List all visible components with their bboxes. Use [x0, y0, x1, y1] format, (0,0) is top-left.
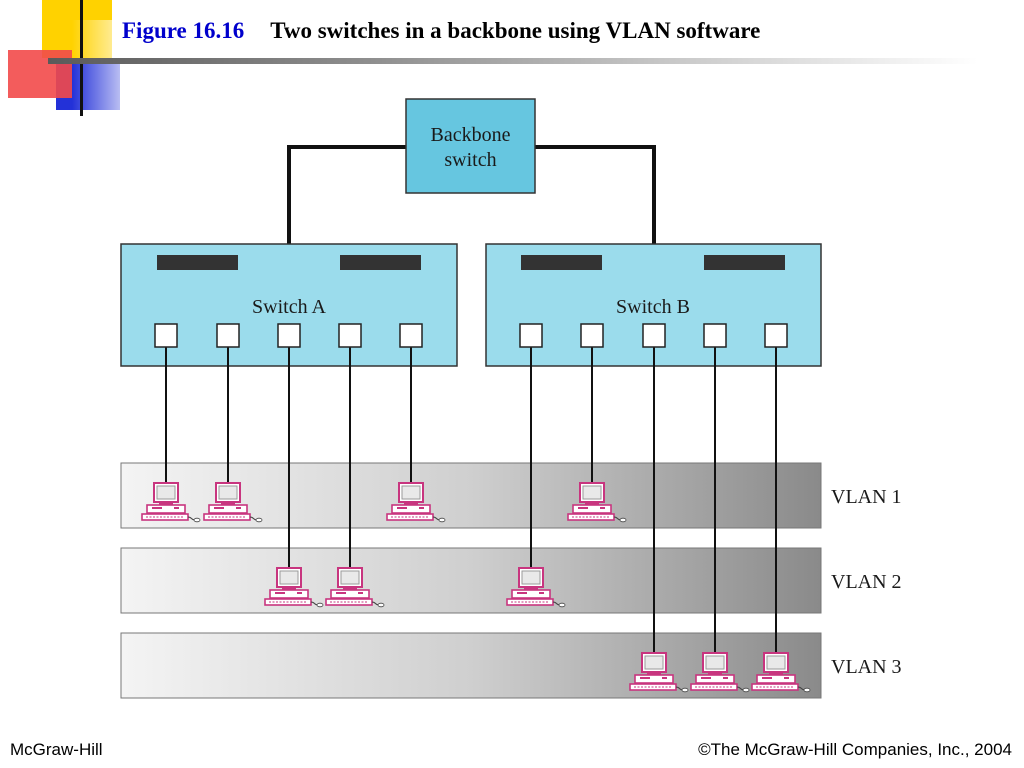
switch-b-port-5 — [764, 323, 788, 348]
switch-b-label: Switch B — [616, 296, 690, 318]
switch-b-port-1 — [519, 323, 543, 348]
switch-a-port-3 — [277, 323, 301, 348]
switch-a-label: Switch A — [252, 296, 326, 318]
figure-caption: Two switches in a backbone using VLAN so… — [270, 18, 761, 43]
backbone-label-line-2: switch — [444, 149, 496, 171]
vlan-2-label: VLAN 2 — [831, 571, 902, 593]
switch-a-port-2 — [216, 323, 240, 348]
switch-b-port-4 — [703, 323, 727, 348]
switch-b-port-2 — [580, 323, 604, 348]
switch-a-port-5 — [399, 323, 423, 348]
backbone-link-b — [535, 145, 656, 244]
switch-a-port-4 — [338, 323, 362, 348]
vlan-1-label: VLAN 1 — [831, 486, 902, 508]
vlan-3-label: VLAN 3 — [831, 656, 902, 678]
backbone-switch: Backbone switch — [405, 98, 536, 194]
switch-a-port-1 — [154, 323, 178, 348]
backbone-link-a — [287, 145, 406, 244]
title-underline — [48, 58, 978, 64]
footer-copyright: ©The McGraw-Hill Companies, Inc., 2004 — [698, 740, 1012, 759]
port-cables — [165, 347, 777, 653]
footer-publisher: McGraw-Hill — [10, 740, 103, 759]
figure-label: Figure 16.16 — [122, 18, 245, 43]
switch-ports — [154, 323, 788, 348]
slide-title: Figure 16.16 Two switches in a backbone u… — [122, 16, 760, 46]
switch-b-port-3 — [642, 323, 666, 348]
vlan-band-2: VLAN 2 — [120, 547, 902, 614]
backbone-label-line-1: Backbone — [431, 124, 511, 146]
